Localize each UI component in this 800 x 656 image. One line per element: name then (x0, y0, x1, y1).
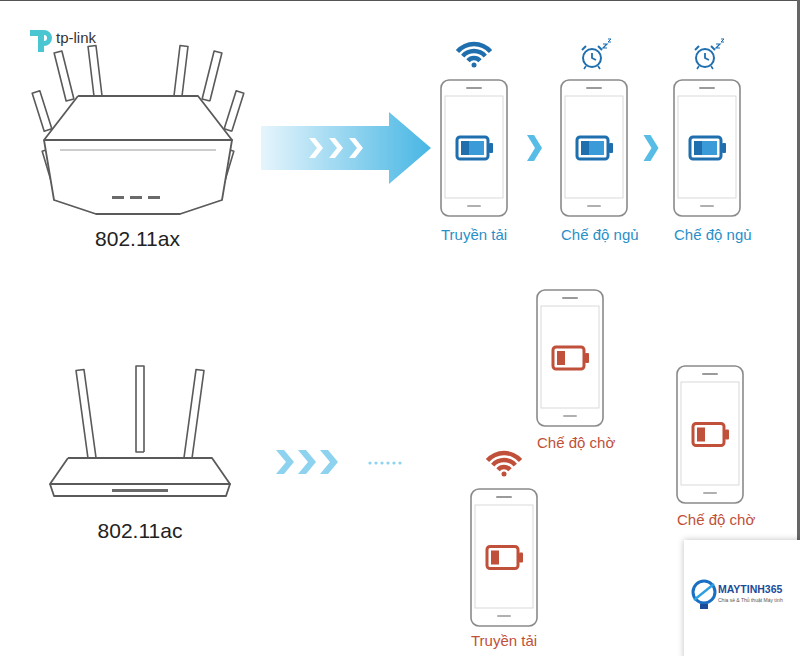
router-ax-icon (32, 46, 244, 214)
router-node: 802.11ax (30, 38, 245, 251)
watermark-text: MAYTINH365 (718, 583, 782, 595)
watermark-panel (684, 540, 800, 656)
node-label: 802.11ax (30, 227, 245, 251)
phone-icon (441, 80, 507, 216)
arrow-body (261, 112, 431, 184)
phone-node: Chế độ chờ (677, 366, 743, 528)
wifi-icon (486, 451, 522, 477)
node-label: Chế độ ngủ (561, 226, 627, 243)
wifi-icon (456, 42, 492, 68)
phone-icon (674, 80, 740, 216)
node-label: Chế độ chờ (677, 511, 743, 528)
phone-node: Truyền tải (441, 80, 507, 243)
node-label: Truyền tải (441, 226, 507, 243)
phone-icon (677, 366, 743, 503)
transmission-arrow (261, 112, 431, 184)
node-label: Chế độ ngủ (674, 226, 740, 243)
brand-logo-text: tp-link (56, 29, 96, 46)
node-label: Truyền tải (471, 632, 537, 649)
phone-node: Truyền tải (471, 489, 537, 649)
state-chevron (644, 135, 659, 161)
phone-icon (471, 489, 537, 626)
node-label: 802.11ac (45, 519, 235, 543)
node-label: Chế độ chờ (537, 434, 603, 451)
router-node: 802.11ac (45, 360, 235, 543)
arrow-chevron (309, 138, 323, 158)
phone-icon (561, 80, 627, 216)
tp-link-logo-mark (30, 30, 52, 52)
router-ac-icon (50, 366, 230, 496)
phone-node: Chế độ ngủ (561, 80, 627, 243)
watermark-text: Chia sẻ & Thủ thuật Máy tính (718, 597, 783, 603)
sleep-timer-icon (582, 39, 611, 69)
phone-node: Chế độ chờ (537, 290, 603, 451)
arrow-chevron (349, 138, 363, 158)
ac-signal-chevrons (276, 450, 402, 474)
phone-node: Chế độ ngủ (674, 80, 740, 243)
state-chevron (527, 135, 542, 161)
arrow-chevron (329, 138, 343, 158)
sleep-timer-icon (695, 39, 724, 69)
phone-icon (537, 290, 603, 426)
